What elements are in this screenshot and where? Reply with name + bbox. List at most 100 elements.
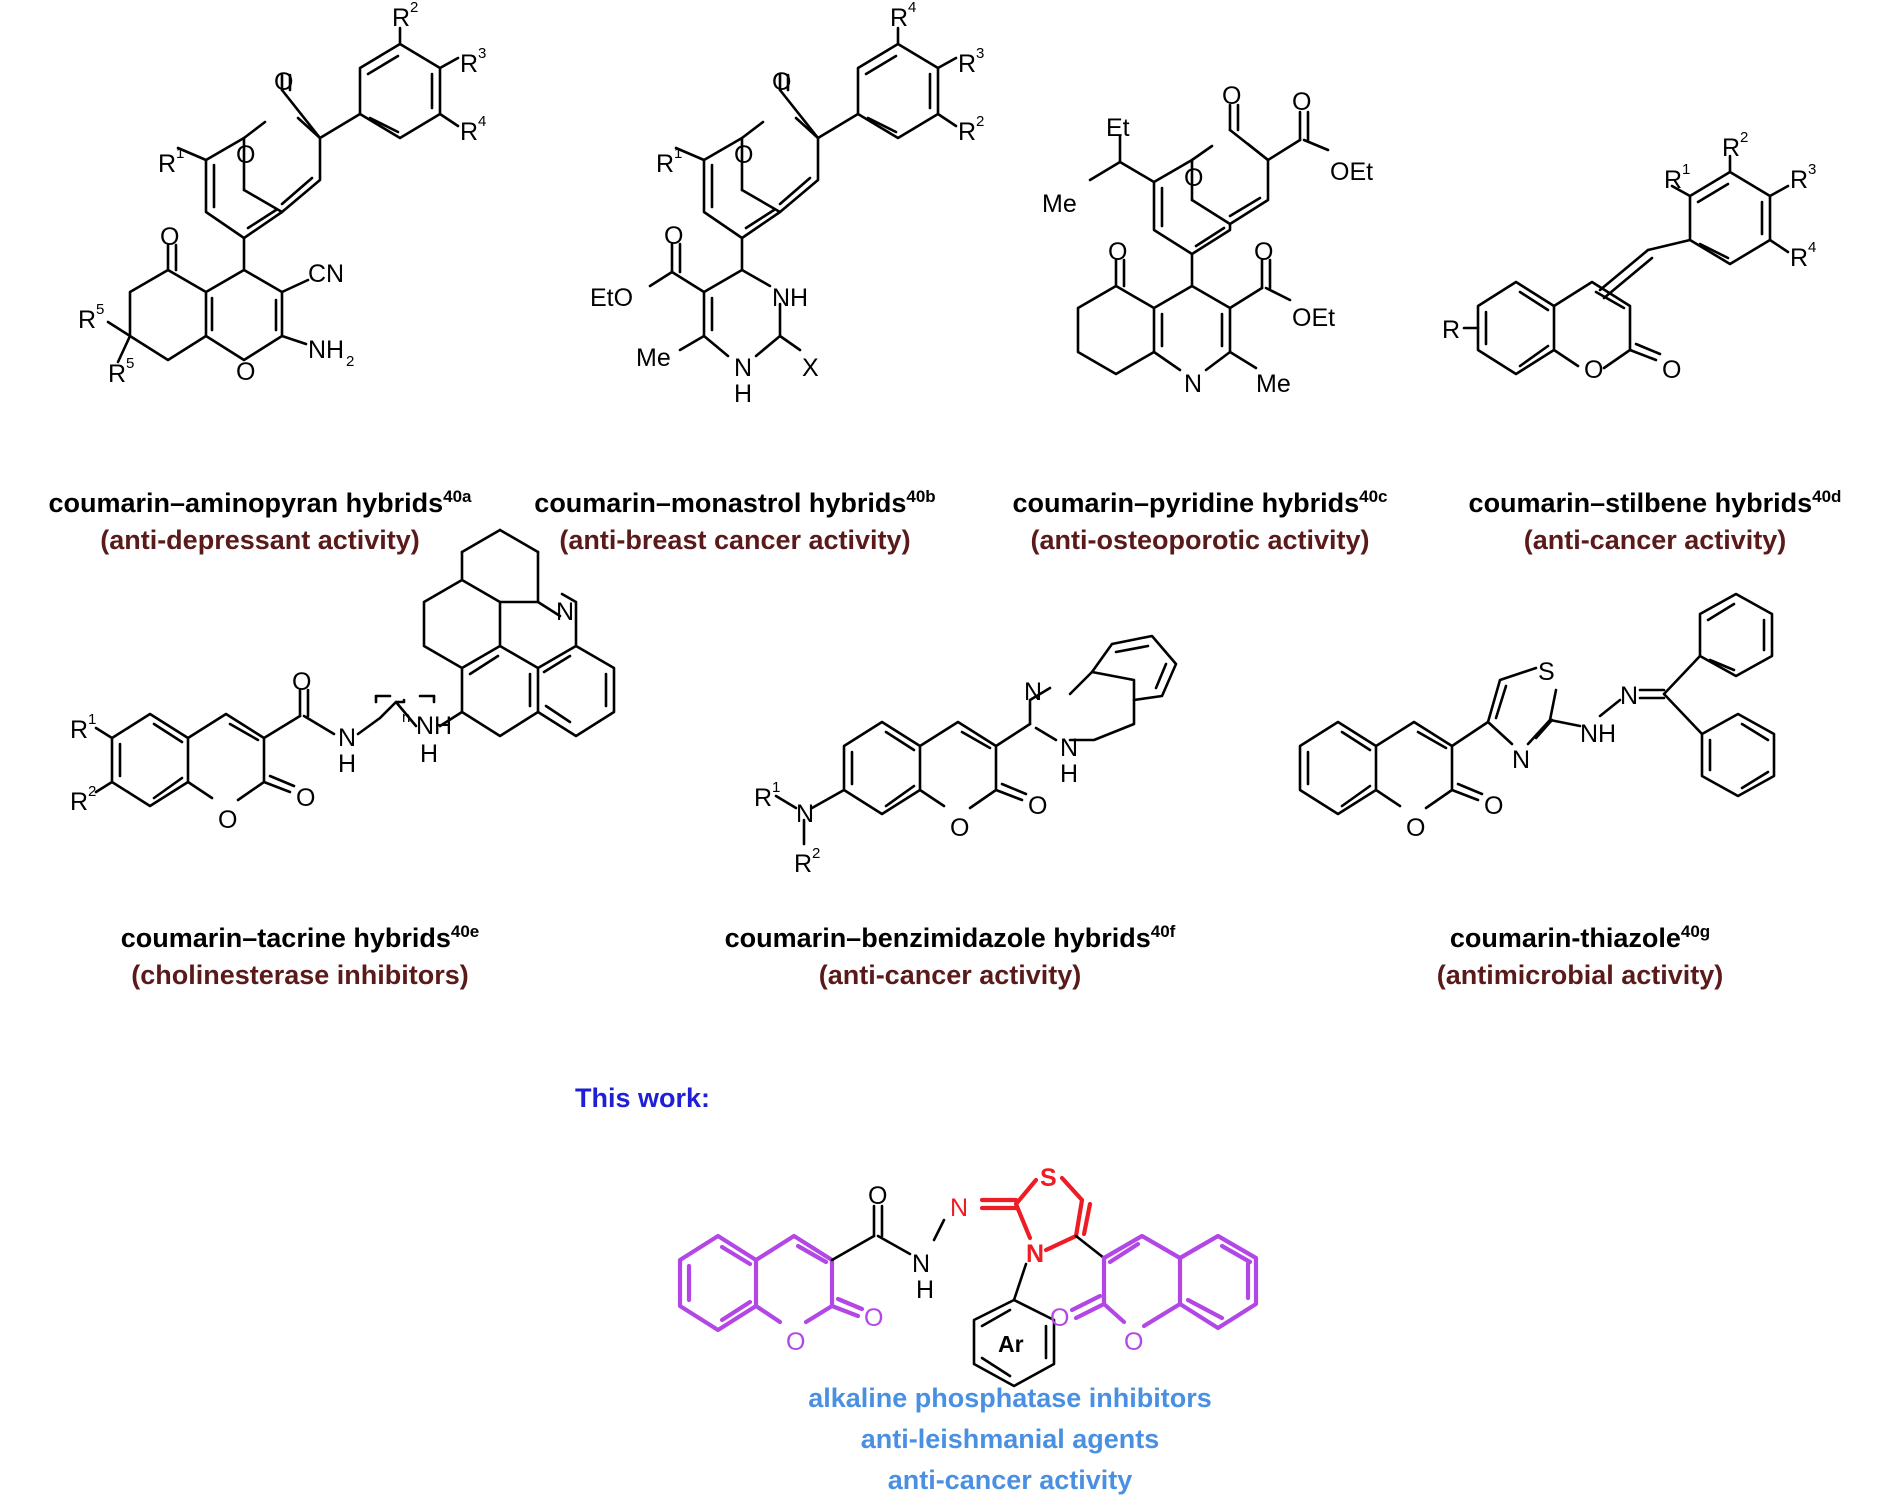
- superscript: 1: [674, 145, 682, 162]
- caption-monastrol: coumarin–monastrol hybrids40b (anti-brea…: [475, 478, 995, 559]
- atom-label: O: [1484, 792, 1503, 820]
- atom-label: O: [296, 784, 315, 812]
- atom-label: O: [236, 358, 255, 386]
- atom-label: O: [1254, 238, 1273, 266]
- hybrid-name: coumarin–stilbene hybrids40d: [1468, 487, 1842, 518]
- atom-label: O: [664, 222, 683, 250]
- caption-tacrine: coumarin–tacrine hybrids40e (cholinester…: [70, 913, 530, 994]
- atom-label: N: [1184, 370, 1202, 398]
- atom-label: S: [1538, 658, 1555, 686]
- atom-label: Me: [1042, 190, 1077, 218]
- hybrid-name: coumarin–benzimidazole hybrids40f: [724, 922, 1176, 953]
- subscript: 2: [346, 353, 354, 370]
- superscript: 5: [126, 355, 134, 372]
- atom-label: NH: [772, 284, 808, 312]
- superscript: 1: [772, 779, 780, 796]
- atom-label: R: [108, 360, 126, 388]
- atom-label: O: [218, 806, 237, 834]
- atom-label: R: [958, 50, 976, 78]
- atom-label: N: [1024, 678, 1042, 706]
- structure-coumarin-stilbene: O O R R 1 R 2 R 3 R 4: [1442, 129, 1816, 384]
- atom-label: H: [734, 380, 752, 408]
- structure-coumarin-tacrine: O O O N H n NH H N R 1 R 2: [70, 528, 616, 834]
- atom-label: O: [868, 1182, 887, 1210]
- superscript: 1: [1682, 161, 1690, 178]
- structure-coumarin-thiazole: O O S N NH N: [1298, 592, 1776, 842]
- atom-label: O: [274, 68, 293, 96]
- caption-pyridine: coumarin–pyridine hybrids40c (anti-osteo…: [960, 478, 1440, 559]
- atom-label: R: [70, 788, 88, 816]
- structure-coumarin-aminopyran: O O R 1 R 2 R 3 R 4 O CN O NH 2 R 5 R 5: [78, 0, 486, 388]
- atom-label: O: [734, 141, 753, 169]
- superscript: 2: [1740, 129, 1748, 146]
- superscript: 1: [176, 145, 184, 162]
- structure-coumarin-benzimidazole: O O N R 1 R 2 N N H: [754, 634, 1178, 878]
- atom-label: O: [236, 141, 255, 169]
- superscript: 2: [410, 0, 418, 16]
- superscript: 1: [88, 711, 96, 728]
- atom-label: R: [460, 50, 478, 78]
- aryl-label: Ar: [998, 1331, 1024, 1357]
- atom-label: R: [754, 784, 772, 812]
- atom-label: H: [338, 750, 356, 778]
- this-work-label: This work:: [575, 1083, 711, 1113]
- caption-benzimidazole: coumarin–benzimidazole hybrids40f (anti-…: [680, 913, 1220, 994]
- atom-label: R: [656, 150, 674, 178]
- atom-label: R: [70, 716, 88, 744]
- superscript: 3: [478, 45, 486, 62]
- atom-label: N: [1060, 734, 1078, 762]
- hybrid-name: coumarin–aminopyran hybrids40a: [48, 487, 472, 518]
- atom-label: N: [1512, 746, 1530, 774]
- superscript: 4: [478, 113, 486, 130]
- atom-label: O: [1662, 356, 1681, 384]
- hybrid-activity: (anti-osteoporotic activity): [1030, 525, 1370, 555]
- atom-label: S: [1040, 1164, 1057, 1192]
- structure-coumarin-pyridine: O O O OEt Et Me O O OEt N Me: [1042, 82, 1373, 398]
- superscript: 4: [1808, 239, 1816, 256]
- superscript: 2: [976, 113, 984, 130]
- atom-label: R: [1722, 134, 1740, 162]
- atom-label: R: [1790, 166, 1808, 194]
- hybrid-name: coumarin-thiazole40g: [1449, 922, 1711, 953]
- atom-label: Me: [1256, 370, 1291, 398]
- superscript: 2: [88, 783, 96, 800]
- atom-label: O: [292, 668, 311, 696]
- structure-coumarin-monastrol: O O R 1 R 4 R 3 R 2 O EtO NH X N H Me: [590, 0, 984, 408]
- atom-label: N: [950, 1194, 968, 1222]
- hybrid-activity: (anti-depressant activity): [100, 525, 420, 555]
- atom-label: N: [1620, 682, 1638, 710]
- atom-label: N: [1026, 1240, 1044, 1268]
- target-activity: anti-leishmanial agents: [860, 1424, 1160, 1454]
- atom-label: H: [1060, 760, 1078, 788]
- atom-label: O: [1124, 1328, 1143, 1356]
- atom-label: N: [556, 598, 574, 626]
- hybrid-activity: (cholinesterase inhibitors): [131, 960, 469, 990]
- target-activities: alkaline phosphatase inhibitors anti-lei…: [700, 1378, 1320, 1501]
- atom-label: EtO: [590, 284, 633, 312]
- hybrid-name: coumarin–pyridine hybrids40c: [1012, 487, 1388, 518]
- hybrid-activity: (anti-cancer activity): [818, 960, 1082, 990]
- hybrid-activity: (anti-breast cancer activity): [559, 525, 911, 555]
- superscript: 3: [976, 45, 984, 62]
- atom-label: R: [890, 4, 908, 32]
- atom-label: O: [1406, 814, 1425, 842]
- atom-label: O: [1584, 356, 1603, 384]
- atom-label: NH: [416, 712, 452, 740]
- atom-label: H: [916, 1276, 934, 1304]
- atom-label: X: [802, 354, 819, 382]
- atom-label: O: [786, 1328, 805, 1356]
- atom-label: O: [1184, 164, 1203, 192]
- atom-label: R: [1664, 166, 1682, 194]
- atom-label: CN: [308, 260, 344, 288]
- superscript: 4: [908, 0, 916, 16]
- atom-label: R: [1442, 316, 1460, 344]
- caption-aminopyran: coumarin–aminopyran hybrids40a (anti-dep…: [0, 478, 520, 559]
- atom-label: NH: [1580, 720, 1616, 748]
- subscript: n: [402, 709, 410, 726]
- atom-label: R: [78, 306, 96, 334]
- atom-label: N: [912, 1250, 930, 1278]
- atom-label: O: [160, 223, 179, 251]
- atom-label: O: [1028, 792, 1047, 820]
- caption-thiazole: coumarin-thiazole40g (antimicrobial acti…: [1370, 913, 1790, 994]
